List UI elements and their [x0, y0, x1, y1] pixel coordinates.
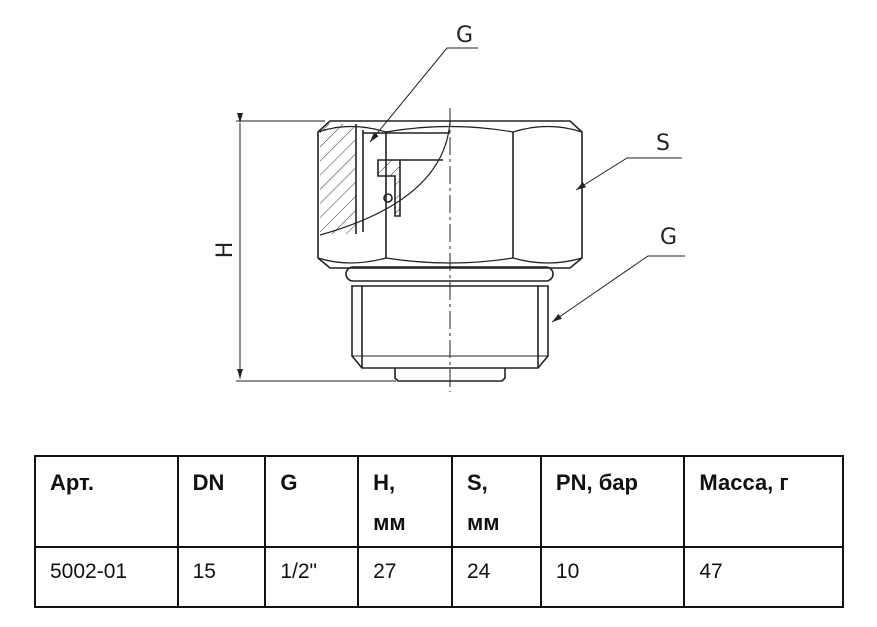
header-h: H, мм — [357, 455, 453, 548]
cell-g: 1/2" — [264, 546, 360, 608]
label-g-bottom: G — [660, 225, 677, 250]
label-s: S — [656, 131, 670, 156]
cell-dn: 15 — [176, 546, 267, 608]
label-g-top: G — [456, 23, 473, 48]
hex-nut — [317, 120, 583, 269]
cell-mass: 47 — [683, 546, 844, 608]
cell-art: 5002-01 — [34, 546, 179, 608]
header-pn: PN, бар — [539, 455, 686, 548]
thread-body — [351, 285, 549, 369]
cell-s: 24 — [450, 546, 542, 608]
header-dn: DN — [176, 455, 267, 548]
header-g: G — [264, 455, 360, 548]
table-row: 5002-01 15 1/2" 27 24 10 47 — [34, 546, 844, 608]
label-h: H — [213, 242, 238, 259]
section-hatch — [320, 124, 356, 234]
header-mass: Масса, г — [683, 455, 844, 548]
table-header: Арт. DN G H, мм S, мм PN, бар Масса, г — [34, 455, 844, 548]
header-art: Арт. — [34, 455, 179, 548]
fitting-drawing: H G S G — [213, 23, 685, 392]
header-s: S, мм — [450, 455, 542, 548]
cell-pn: 10 — [539, 546, 686, 608]
spec-table: Арт. DN G H, мм S, мм PN, бар Масса, г 5… — [34, 455, 844, 608]
cell-h: 27 — [357, 546, 453, 608]
